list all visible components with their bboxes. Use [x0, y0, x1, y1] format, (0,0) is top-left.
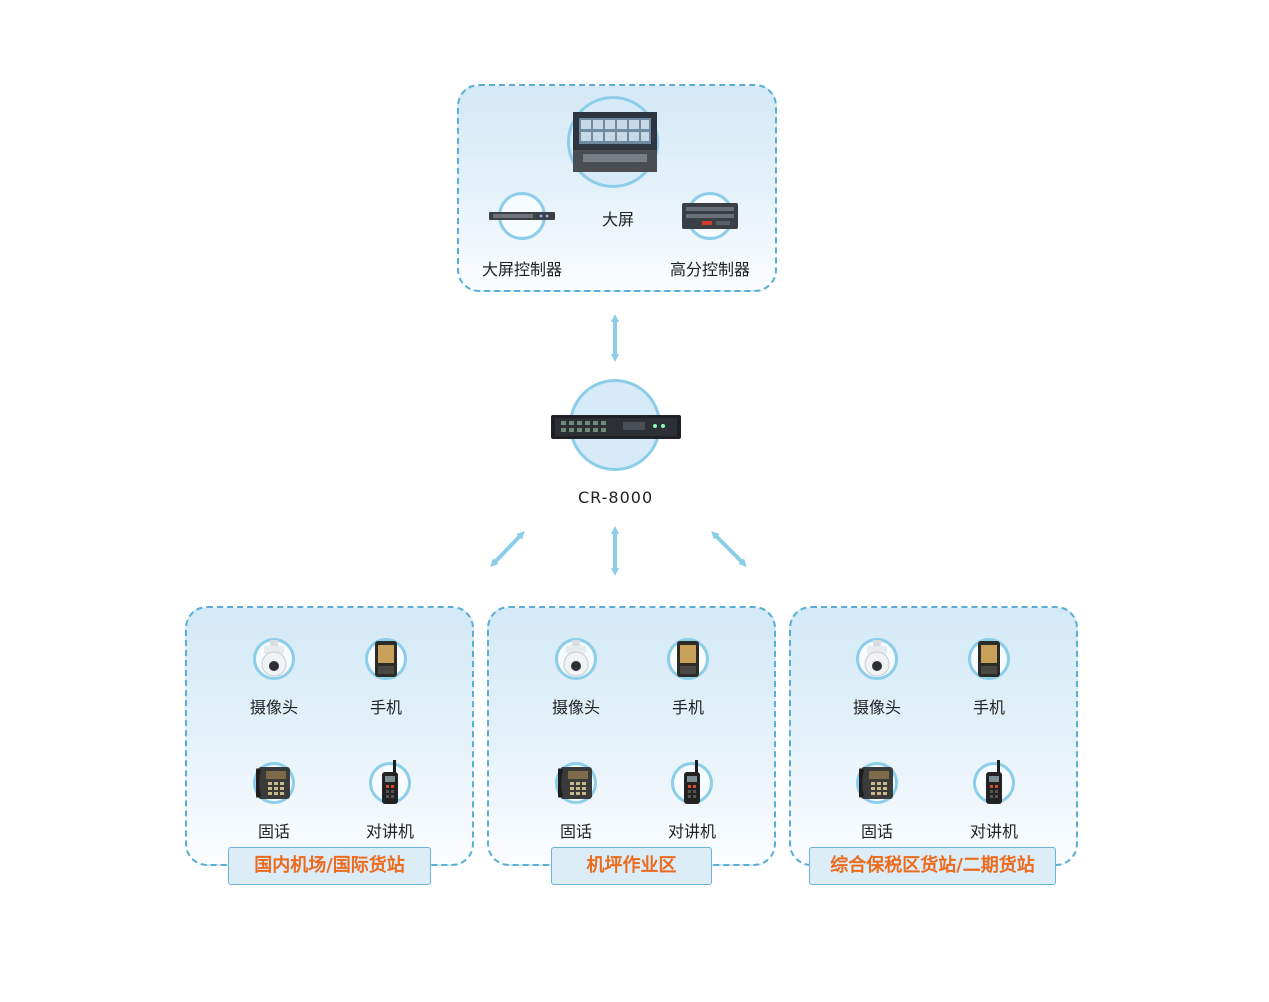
- camera-device: 摄像头: [817, 638, 937, 718]
- hd-controller-label: 高分控制器: [669, 260, 750, 279]
- zone-group-2: 摄像头 手机 固话: [487, 606, 776, 866]
- camera-circle: [856, 638, 898, 680]
- device-label: 手机: [972, 698, 1005, 717]
- landline-device: 固话: [214, 762, 334, 842]
- mobile-circle: [667, 638, 709, 680]
- device-label: 手机: [369, 698, 402, 717]
- zone-name-2: 机坪作业区: [551, 847, 712, 885]
- zone-group-1: 摄像头 手机 固话: [185, 606, 474, 866]
- device-label: 摄像头: [249, 698, 298, 717]
- device-label: 摄像头: [852, 698, 901, 717]
- mobile-circle: [968, 638, 1010, 680]
- hd-controller-circle: [682, 192, 738, 240]
- mobile-device: 手机: [929, 638, 1049, 718]
- camera-circle: [555, 638, 597, 680]
- camera-device: 摄像头: [516, 638, 636, 718]
- mobile-device: 手机: [628, 638, 748, 718]
- zone-name-3: 综合保税区货站/二期货站: [809, 847, 1056, 885]
- cr8000-device-icon: [551, 415, 681, 439]
- display-system-group: 大屏 大屏控制器 高分控制器: [457, 84, 777, 292]
- zone-name-1: 国内机场/国际货站: [228, 847, 431, 885]
- landline-phone-icon: [859, 767, 893, 799]
- walkie-talkie-icon: [986, 760, 1002, 804]
- walkie-talkie-device: 对讲机: [934, 760, 1054, 842]
- walkie-talkie-circle: [671, 760, 713, 804]
- device-label: 固话: [860, 822, 893, 841]
- device-label: 固话: [559, 822, 592, 841]
- landline-phone-icon: [256, 767, 290, 799]
- walkie-talkie-icon: [684, 760, 700, 804]
- camera-icon: [261, 640, 287, 677]
- arrow-right: [711, 531, 747, 567]
- device-label: 摄像头: [551, 698, 600, 717]
- camera-icon: [563, 640, 589, 677]
- walkie-talkie-device: 对讲机: [330, 760, 450, 842]
- screen-controller-device: 大屏控制器: [462, 192, 582, 280]
- hd-controller-device: 高分控制器: [650, 192, 770, 280]
- hd-controller-icon: [682, 203, 738, 229]
- landline-device: 固话: [817, 762, 937, 842]
- landline-circle: [555, 762, 597, 804]
- device-label: 对讲机: [365, 822, 414, 841]
- mobile-phone-icon: [978, 641, 1000, 677]
- mobile-phone-icon: [677, 641, 699, 677]
- screen-controller-circle: [489, 192, 555, 240]
- zone-group-3: 摄像头 手机 固话: [789, 606, 1078, 866]
- screen-label: 大屏: [602, 210, 635, 229]
- device-label: 固话: [257, 822, 290, 841]
- mobile-circle: [365, 638, 407, 680]
- camera-icon: [864, 640, 890, 677]
- device-label: 手机: [671, 698, 704, 717]
- cr8000-label: CR-8000: [578, 488, 654, 507]
- landline-device: 固话: [516, 762, 636, 842]
- video-wall-icon: [573, 112, 657, 172]
- device-label: 对讲机: [667, 822, 716, 841]
- landline-circle: [856, 762, 898, 804]
- landline-circle: [253, 762, 295, 804]
- mobile-device: 手机: [326, 638, 446, 718]
- walkie-talkie-device: 对讲机: [632, 760, 752, 842]
- arrow-left: [490, 531, 525, 567]
- device-label: 对讲机: [969, 822, 1018, 841]
- walkie-talkie-icon: [382, 760, 398, 804]
- camera-device: 摄像头: [214, 638, 334, 718]
- walkie-talkie-circle: [369, 760, 411, 804]
- mobile-phone-icon: [375, 641, 397, 677]
- walkie-talkie-circle: [973, 760, 1015, 804]
- camera-circle: [253, 638, 295, 680]
- screen-controller-label: 大屏控制器: [481, 260, 562, 279]
- landline-phone-icon: [558, 767, 592, 799]
- rack-controller-icon: [489, 212, 555, 220]
